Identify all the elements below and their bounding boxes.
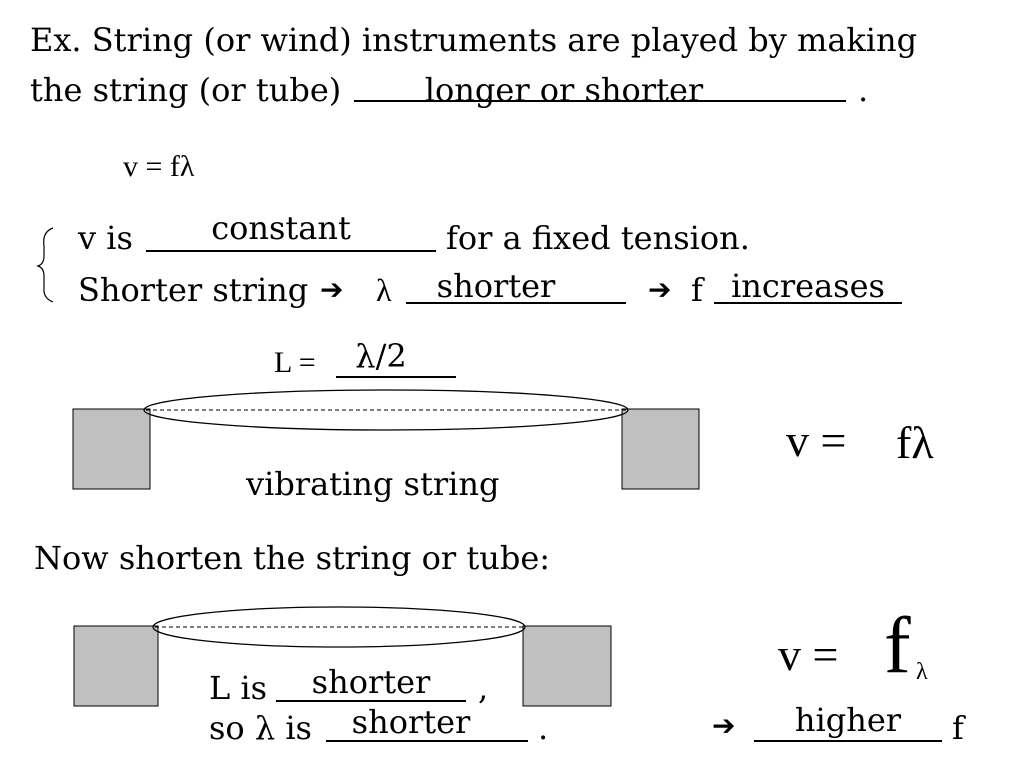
shorten-heading: Now shorten the string or tube: — [34, 539, 551, 577]
v-is-label: v is — [78, 219, 133, 257]
short-string-envelope — [152, 606, 526, 648]
shorter-string-label: Shorter string — [78, 271, 309, 309]
large-f: f — [884, 602, 911, 690]
big-v-equals-2: v = — [778, 629, 839, 680]
so-lambda-label: so λ is — [209, 709, 312, 747]
v-answer: constant — [211, 209, 351, 247]
l-blank — [336, 376, 456, 378]
lambda-answer: shorter — [436, 267, 556, 305]
lambda-symbol: λ — [376, 272, 392, 308]
so-lambda-suffix: . — [538, 709, 549, 747]
higher-blank — [754, 740, 942, 742]
higher-answer: higher — [794, 701, 902, 739]
intro-answer: longer or shorter — [424, 71, 704, 109]
vibrating-string-caption: vibrating string — [246, 465, 500, 503]
f-label: f — [691, 271, 703, 309]
l-is-suffix: , — [478, 669, 489, 707]
big-f-lambda: fλ — [896, 417, 934, 468]
left-support-block-2 — [73, 625, 159, 707]
arrow-icon: ➔ — [712, 709, 736, 742]
so-lambda-blank — [326, 740, 528, 742]
higher-f-label: f — [952, 709, 964, 747]
intro-line-1: Ex. String (or wind) instruments are pla… — [30, 21, 918, 59]
so-lambda-answer: shorter — [351, 703, 471, 741]
left-support-block — [72, 408, 151, 490]
formula-v-f-lambda: v = fλ — [123, 150, 195, 183]
l-answer: λ/2 — [355, 337, 407, 375]
l-is-blank — [276, 700, 466, 702]
small-lambda: λ — [916, 659, 928, 685]
l-is-label: L is — [209, 669, 268, 707]
intro-line-2-suffix: . — [858, 71, 869, 109]
f-blank — [714, 302, 902, 304]
f-answer: increases — [731, 267, 885, 305]
right-support-block-2 — [522, 625, 612, 707]
lambda-blank — [406, 302, 626, 304]
big-v-equals: v = — [786, 415, 847, 466]
arrow-icon: ➔ — [648, 273, 672, 306]
string-vibration-envelope — [143, 389, 629, 431]
arrow-icon: ➔ — [320, 273, 344, 306]
right-support-block — [621, 408, 700, 490]
intro-blank — [354, 100, 846, 102]
v-blank — [146, 250, 436, 252]
l-is-answer: shorter — [311, 663, 431, 701]
v-suffix: for a fixed tension. — [446, 219, 750, 257]
l-equals-label: L = — [274, 346, 316, 379]
intro-line-2-prefix: the string (or tube) — [30, 71, 342, 109]
